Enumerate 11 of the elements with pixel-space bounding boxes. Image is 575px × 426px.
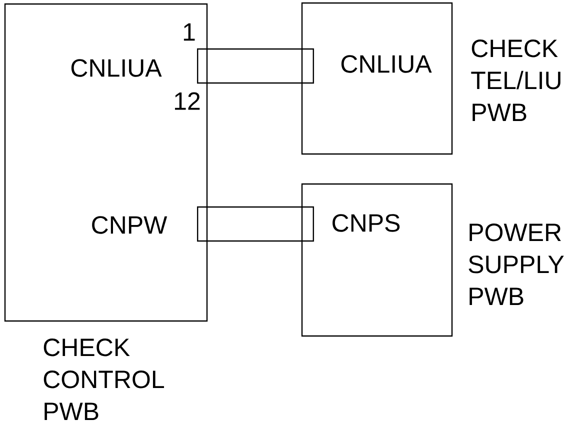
board-name: CHECK CONTROL PWB	[44, 338, 164, 420]
pin-number: 12	[175, 92, 200, 110]
board-name: CHECK TEL/LIU PWB	[471, 40, 560, 121]
cable	[197, 48, 314, 84]
connector-label: CNPW	[92, 216, 168, 234]
connector-label: CNLIUA	[71, 59, 162, 77]
cable	[197, 206, 314, 242]
connector-label: CNPS	[332, 214, 400, 232]
connector-label: CNLIUA	[341, 55, 432, 73]
board-name: POWER SUPPLY PWB	[468, 224, 564, 305]
pin-number: 1	[184, 23, 195, 41]
